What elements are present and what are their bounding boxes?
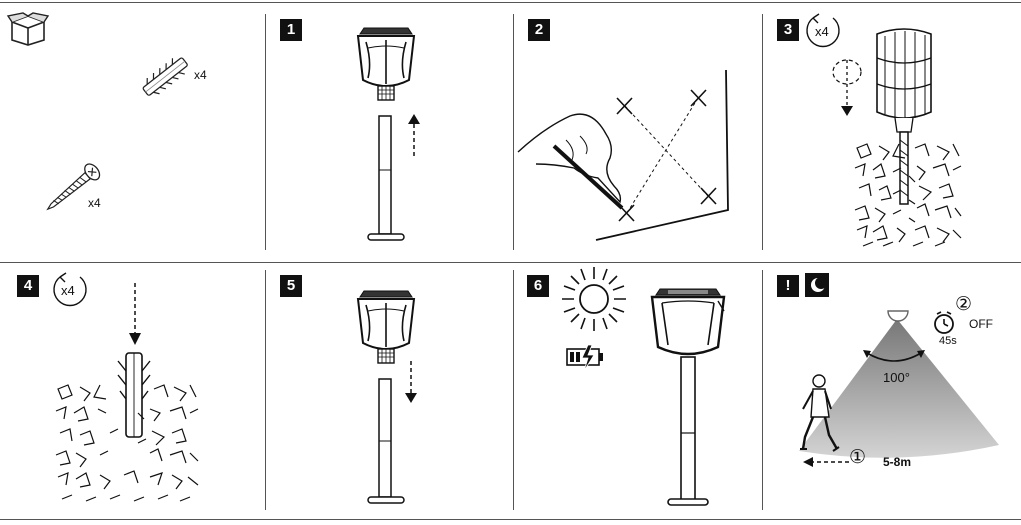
detection-angle: 100° <box>883 370 910 385</box>
detection-range: 5-8m <box>883 455 912 469</box>
package-box-icon <box>6 12 50 46</box>
rotation-indicator-icon <box>832 59 862 116</box>
angle-arc-icon <box>863 350 925 362</box>
clock-icon <box>934 311 954 334</box>
step-badge: 4 <box>17 275 39 297</box>
detection-zone <box>799 319 999 458</box>
repeat-count: x4 <box>815 24 829 39</box>
rotate-arrow-icon <box>53 272 87 307</box>
lamp-head-icon <box>356 27 416 101</box>
panel-motion-sensor: ! 100° ② OFF 45s <box>763 263 1021 519</box>
top-rule <box>0 2 1021 3</box>
walk-arrow-icon <box>803 457 849 467</box>
panel-step-1: 1 <box>266 0 513 262</box>
panel-step-2: 2 <box>514 0 762 262</box>
lamp-assembled-icon <box>650 288 726 506</box>
middle-rule <box>0 262 1021 263</box>
bottom-rule <box>0 519 1021 520</box>
screw-quantity: x4 <box>88 196 101 210</box>
separator <box>762 14 763 250</box>
wall-texture <box>854 143 962 247</box>
warning-badge: ! <box>777 275 799 297</box>
rotate-arrow-icon <box>806 13 840 48</box>
walk-step-number: ① <box>849 447 867 468</box>
separator <box>513 14 514 250</box>
arrow-down-icon <box>129 283 141 345</box>
wall-anchor-icon <box>142 57 188 96</box>
lamp-head-icon <box>356 290 416 364</box>
panel-step-3: 3 x4 <box>763 0 1021 262</box>
panel-step-4: 4 x4 <box>0 263 265 519</box>
panel-step-6: 6 <box>514 263 762 519</box>
panel-step-5: 5 <box>266 263 513 519</box>
arrow-up-icon <box>408 114 420 156</box>
person-icon <box>800 374 840 452</box>
step-badge: 3 <box>777 19 799 41</box>
separator <box>265 270 266 510</box>
timer-duration: 45s <box>939 335 957 347</box>
pole-icon <box>367 378 405 504</box>
panel-package-contents: x4 x4 <box>0 0 265 262</box>
wall-anchor-icon <box>117 352 151 438</box>
pir-sensor-icon <box>887 310 909 322</box>
step-badge: 1 <box>280 19 302 41</box>
step-badge: 2 <box>528 19 550 41</box>
screw-icon <box>46 163 101 211</box>
step-badge: 6 <box>527 275 549 297</box>
pole-icon <box>367 115 405 241</box>
separator <box>513 270 514 510</box>
arrow-down-icon <box>405 361 417 403</box>
wall-marking-drawing <box>517 69 729 241</box>
wall-texture <box>55 384 199 502</box>
off-label: OFF <box>969 317 993 331</box>
repeat-count: x4 <box>61 283 75 298</box>
drill-icon <box>876 28 932 205</box>
separator <box>762 270 763 510</box>
step-badge: 5 <box>280 275 302 297</box>
moon-icon <box>805 273 829 297</box>
battery-charge-icon <box>566 344 603 372</box>
anchor-quantity: x4 <box>194 68 207 82</box>
timer-step-number: ② <box>955 294 973 315</box>
separator <box>265 14 266 250</box>
sun-icon <box>562 267 626 331</box>
